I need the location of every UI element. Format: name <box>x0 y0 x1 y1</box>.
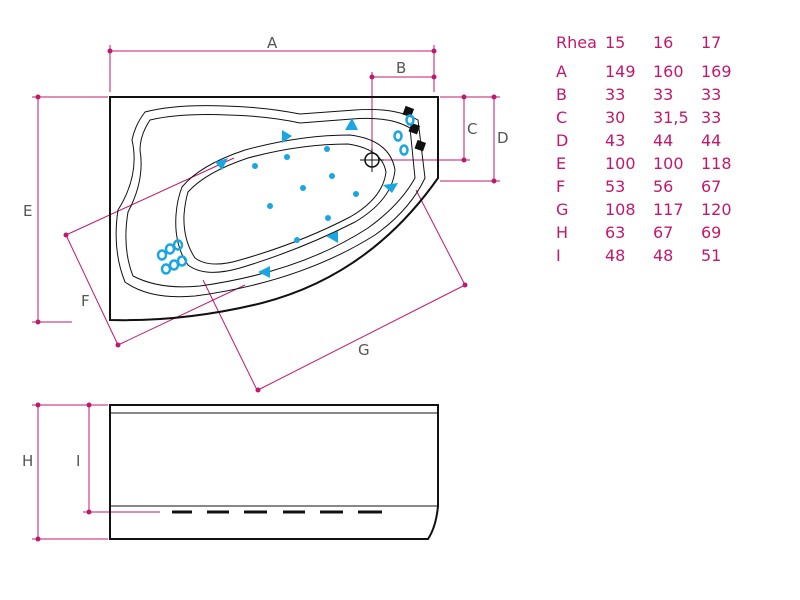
table-cell: E <box>556 154 567 173</box>
control-buttons-icon <box>402 105 427 152</box>
bathtub-side-view <box>109 404 439 540</box>
table-row: D 43 44 44 <box>556 129 776 152</box>
table-cell: 31,5 <box>653 108 689 127</box>
bathtub-top-view <box>109 96 439 322</box>
table-cell: 44 <box>653 131 674 150</box>
directional-jets <box>215 118 398 278</box>
table-cell: 169 <box>701 62 732 81</box>
table-cell: 149 <box>605 62 636 81</box>
table-cell: B <box>556 85 567 104</box>
dimension-d <box>440 94 500 184</box>
dim-label-a: A <box>267 34 278 52</box>
dim-label-c: C <box>467 120 477 138</box>
table-cell: 118 <box>701 154 732 173</box>
dim-label-g: G <box>358 341 370 359</box>
table-cell: 48 <box>653 246 674 265</box>
table-cell: 56 <box>653 177 674 196</box>
table-header-cell: Rhea <box>556 33 597 52</box>
table-cell: 100 <box>605 154 636 173</box>
table-header-cell: 15 <box>605 33 626 52</box>
dimension-b <box>369 72 437 162</box>
dimension-i <box>83 402 160 515</box>
ring-jets-right <box>393 114 415 156</box>
table-row: B 33 33 33 <box>556 83 776 106</box>
dim-label-d: D <box>497 129 509 147</box>
table-cell: 63 <box>605 223 626 242</box>
dim-label-b: B <box>396 59 406 77</box>
ring-jets-left <box>156 239 188 275</box>
table-cell: 117 <box>653 200 684 219</box>
table-cell: 100 <box>653 154 684 173</box>
table-row: A 149 160 169 <box>556 60 776 83</box>
table-cell: D <box>556 131 569 150</box>
table-cell: 108 <box>605 200 636 219</box>
table-cell: F <box>556 177 566 196</box>
table-header-cell: 16 <box>653 33 674 52</box>
dim-label-f: F <box>81 292 90 310</box>
table-cell: 44 <box>701 131 722 150</box>
table-cell: 33 <box>605 85 626 104</box>
dim-label-i: I <box>76 452 80 470</box>
table-cell: 48 <box>605 246 626 265</box>
table-row: F 53 56 67 <box>556 175 776 198</box>
table-cell: 33 <box>701 108 722 127</box>
table-cell: 43 <box>605 131 626 150</box>
table-cell: 30 <box>605 108 626 127</box>
dimension-h <box>32 402 108 542</box>
table-cell: 67 <box>653 223 674 242</box>
dimension-g <box>202 189 468 393</box>
table-cell: 160 <box>653 62 684 81</box>
table-cell: I <box>556 246 561 265</box>
table-cell: 53 <box>605 177 626 196</box>
dim-label-e: E <box>23 202 32 220</box>
dimension-a <box>107 45 437 92</box>
table-cell: C <box>556 108 568 127</box>
table-cell: G <box>556 200 569 219</box>
dim-label-h: H <box>22 452 33 470</box>
dimension-c <box>380 94 500 163</box>
table-header-cell: 17 <box>701 33 722 52</box>
table-row: I 48 48 51 <box>556 244 776 267</box>
table-cell: 33 <box>653 85 674 104</box>
table-cell: 33 <box>701 85 722 104</box>
table-row: E 100 100 118 <box>556 152 776 175</box>
table-cell: 67 <box>701 177 722 196</box>
table-cell: 120 <box>701 200 732 219</box>
dimension-f <box>63 157 246 348</box>
dimension-e <box>32 94 108 325</box>
table-cell: A <box>556 62 567 81</box>
table-row: H 63 67 69 <box>556 221 776 244</box>
table-cell: H <box>556 223 569 242</box>
drain-icon <box>360 148 384 172</box>
table-cell: 69 <box>701 223 722 242</box>
table-row: C 30 31,5 33 <box>556 106 776 129</box>
massage-jets <box>252 146 359 243</box>
table-cell: 51 <box>701 246 722 265</box>
table-header-row: Rhea 15 16 17 <box>556 31 776 54</box>
dimensions-table: Rhea 15 16 17 A 149 160 169 B 33 33 33 C… <box>556 31 776 267</box>
table-row: G 108 117 120 <box>556 198 776 221</box>
